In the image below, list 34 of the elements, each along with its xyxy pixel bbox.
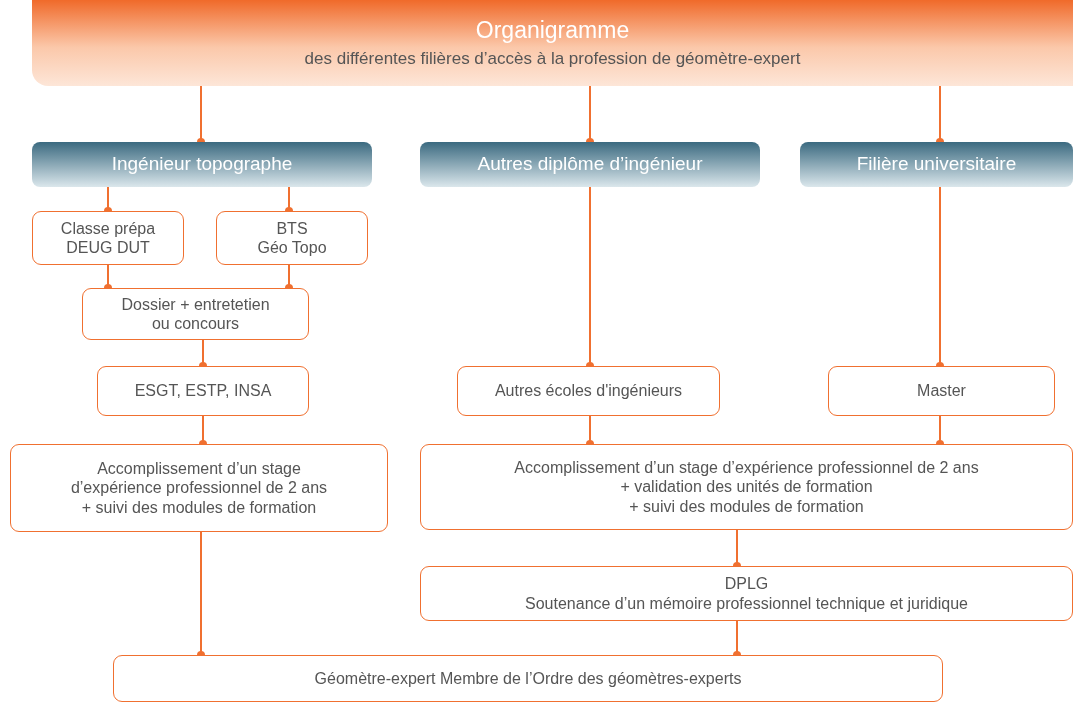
node-text: Autres écoles d'ingénieurs	[494, 381, 683, 401]
node-text: Master	[917, 381, 966, 401]
node-text: Géo Topo	[257, 238, 327, 258]
node-text: des différentes filières d’accès à la profession de géomètre-expert	[304, 48, 801, 69]
node-text: Géomètre-expert Membre de l’Ordre des géomètres-experts	[314, 668, 742, 689]
category-header	[800, 142, 1073, 187]
category-header	[420, 142, 760, 187]
node-text: Accomplissement d’un stage d’expérience professionnel de 2 ans	[69, 459, 329, 498]
process-box	[32, 211, 184, 265]
node-text: Accomplissement d’un stage d’expérience professionnel de 2 ans	[514, 458, 979, 478]
process-box	[420, 566, 1073, 621]
node-text: BTS	[276, 218, 308, 238]
node-text: DPLG	[724, 574, 769, 594]
process-box	[828, 366, 1055, 416]
node-text: Classe prépa DEUG DUT	[59, 218, 157, 258]
node-text: Autres diplôme d’ingénieur	[477, 153, 703, 176]
node-text: Soutenance d’un mémoire professionnel technique et juridique	[525, 593, 968, 613]
node-text: Ingénieur topographe	[111, 153, 293, 176]
node-text: Dossier + entretetien ou concours	[120, 294, 271, 334]
title-banner	[32, 0, 1073, 86]
node-text: Filière universitaire	[856, 153, 1017, 176]
category-header	[32, 142, 372, 187]
node-text: + suivi des modules de formation	[629, 496, 864, 516]
process-box	[10, 444, 388, 532]
node-text: + validation des unités de formation	[620, 477, 873, 497]
process-box	[457, 366, 720, 416]
process-box	[216, 211, 368, 265]
node-text: ESGT, ESTP, INSA	[134, 381, 272, 401]
node-text: + suivi des modules de formation	[81, 497, 317, 517]
process-box	[113, 655, 943, 702]
process-box	[82, 288, 309, 340]
node-text: Organigramme	[475, 17, 630, 45]
process-box	[97, 366, 309, 416]
process-box	[420, 444, 1073, 530]
